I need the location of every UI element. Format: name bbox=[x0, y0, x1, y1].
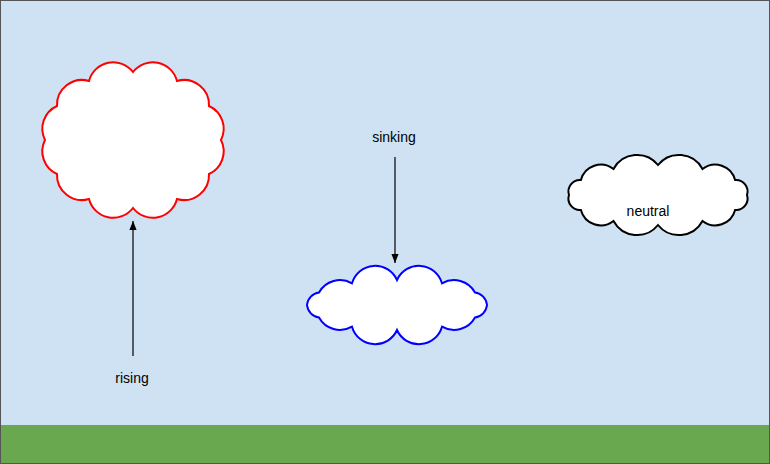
rising-cloud bbox=[42, 62, 223, 217]
cloud-node: neutral bbox=[558, 154, 758, 236]
rising-arrow bbox=[132, 221, 133, 356]
sinking-arrow bbox=[394, 157, 395, 263]
motion-label: sinking bbox=[372, 129, 416, 145]
cloud-label: neutral bbox=[627, 203, 670, 219]
sinking-cloud bbox=[307, 266, 487, 344]
cloud-shape bbox=[568, 155, 747, 235]
ground bbox=[0, 425, 770, 464]
motion-label: rising bbox=[115, 370, 148, 386]
cloud-outline bbox=[558, 154, 758, 236]
